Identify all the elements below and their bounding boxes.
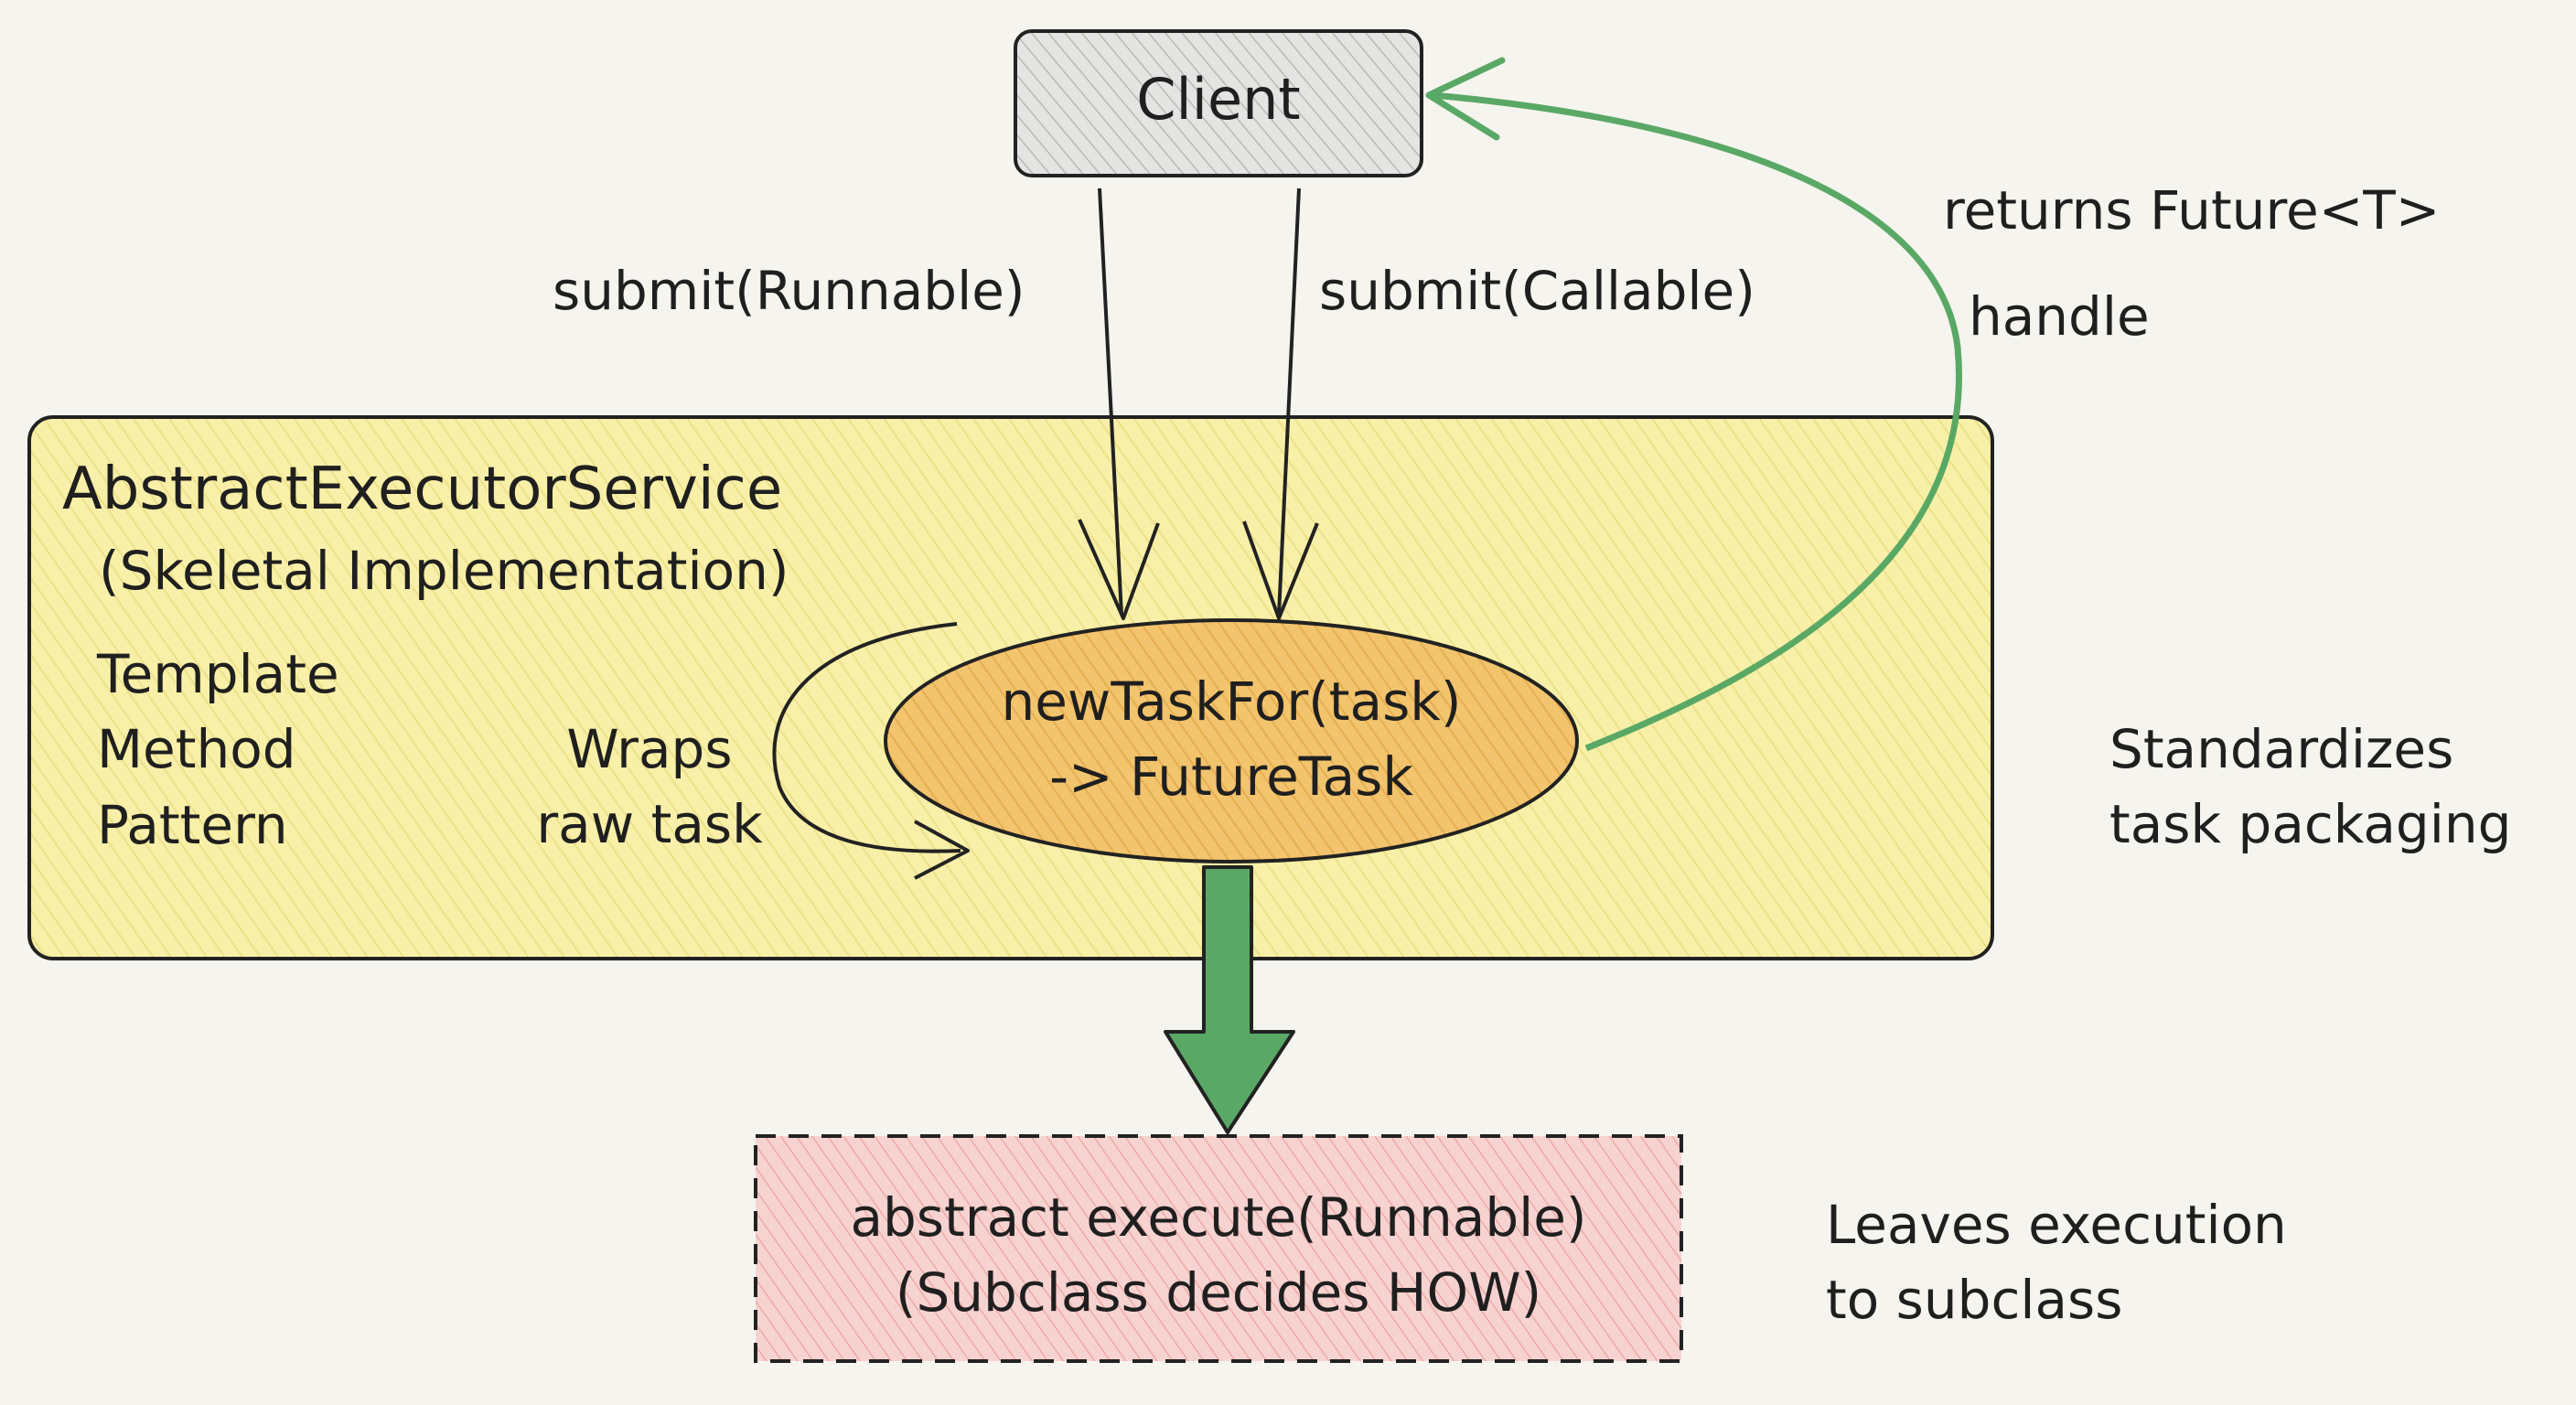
returns-future-label-line2: handle (1969, 285, 2150, 348)
returns-future-arrowhead (1425, 57, 1506, 141)
standardizes-line-1: Standardizes (2109, 718, 2454, 780)
executor-service-subtitle: (Skeletal Implementation) (99, 540, 789, 602)
executor-service-title: AbstractExecutorService (62, 456, 783, 523)
pattern-line-1: Template (97, 643, 339, 705)
returns-future-label: returns Future<T> (1943, 179, 2440, 241)
submit-callable-label: submit(Callable) (1319, 260, 1755, 322)
submit-runnable-arrow (1098, 188, 1123, 616)
submit-callable-arrow (1277, 188, 1301, 616)
wraps-line-2: raw task (536, 793, 763, 856)
abstract-execute-line-2: (Subclass decides HOW) (895, 1261, 1542, 1325)
abstract-execute-line-1: abstract execute(Runnable) (850, 1186, 1587, 1249)
submit-runnable-arrowhead (1078, 519, 1160, 620)
wraps-label: Wraps raw task (494, 712, 805, 863)
returns-future-label-cont: handle (1969, 285, 2150, 348)
client-label: Client (1136, 66, 1301, 133)
abstract-execute-box[interactable] (754, 1134, 1683, 1363)
execute-flow-arrow (1164, 865, 1295, 1134)
standardizes-line-2: task packaging (2109, 793, 2512, 856)
abstract-execute-label: abstract execute(Runnable) (Subclass dec… (756, 1180, 1681, 1331)
new-task-for-ellipse[interactable] (884, 618, 1579, 863)
wraps-line-1: Wraps (566, 718, 733, 780)
wraps-arrow (772, 622, 961, 853)
submit-runnable-label: submit(Runnable) (553, 260, 1025, 322)
wraps-arrowhead (914, 820, 970, 880)
new-task-for-line-2: -> FutureTask (1049, 745, 1413, 809)
standardizes-annotation: Standardizes task packaging (2109, 712, 2511, 863)
pattern-line-3: Pattern (97, 793, 288, 856)
returns-future-label-line1: returns Future<T> (1943, 179, 2441, 241)
submit-callable-arrowhead (1242, 520, 1319, 620)
returns-future-arrow (1432, 91, 1962, 752)
template-method-pattern-label: Template Method Pattern (97, 637, 339, 863)
new-task-for-line-1: newTaskFor(task) (1001, 670, 1462, 733)
leaves-execution-line-2: to subclass (1826, 1269, 2123, 1332)
client-box[interactable] (1014, 29, 1423, 177)
pattern-line-2: Method (97, 718, 296, 781)
new-task-for-label: newTaskFor(task) -> FutureTask (924, 664, 1539, 815)
leaves-execution-line-1: Leaves execution (1826, 1194, 2287, 1256)
leaves-execution-annotation: Leaves execution to subclass (1826, 1187, 2287, 1338)
